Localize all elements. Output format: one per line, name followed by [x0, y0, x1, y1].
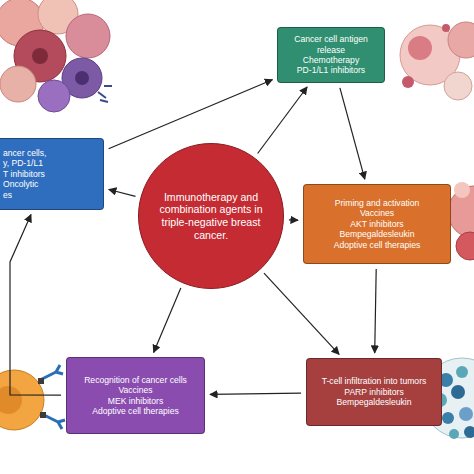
flow-arrow [109, 190, 136, 197]
node-item: Adoptive cell therapies [81, 406, 190, 416]
node-item: Bempegaldesleukin [308, 229, 446, 239]
flow-arrow [340, 88, 365, 179]
node-item: MEK inhibitors [81, 396, 190, 406]
node-heading: Immunotherapy and combination agents in … [157, 191, 265, 241]
node-heading: T-cell infiltration into tumors [311, 376, 437, 386]
node-item: AKT inhibitors [308, 219, 446, 229]
node-heading: Cancer cell antigen release [282, 34, 380, 55]
process-box: Cancer cell antigen releaseChemotherapyP… [277, 27, 385, 83]
node-item: Oncolytic [3, 179, 99, 189]
node-item: Adoptive cell therapies [308, 240, 446, 250]
node-item: Vaccines [81, 385, 190, 395]
central-circle: Immunotherapy and combination agents in … [138, 143, 284, 289]
antigen-cells [400, 22, 474, 100]
node-item: y, PD-1/L1 [3, 158, 99, 168]
flow-arrow [10, 215, 61, 396]
node-item: es [3, 190, 99, 200]
node-item: Chemotherapy [282, 55, 380, 65]
process-box: Recognition of cancer cellsVaccinesMEK i… [66, 357, 205, 434]
immune-cell-antibodies [0, 365, 65, 430]
node-item: Bempegaldesleukin [311, 397, 437, 407]
process-box: Priming and activationVaccinesAKT inhibi… [303, 184, 451, 264]
node-item: PARP inhibitors [311, 387, 437, 397]
priming-cells [448, 182, 474, 260]
node-item: T inhibitors [3, 169, 99, 179]
node-item: Vaccines [308, 208, 446, 218]
node-item: PD-1/L1 inhibitors [282, 65, 380, 75]
tumor-cluster [0, 0, 112, 112]
flow-arrow [210, 393, 301, 394]
flow-arrow [289, 219, 298, 221]
flow-arrow [258, 87, 308, 154]
node-heading: ancer cells, [3, 148, 99, 158]
node-heading: Recognition of cancer cells [81, 375, 190, 385]
process-box: ancer cells,y, PD-1/L1T inhibitorsOncoly… [0, 138, 104, 210]
flow-arrow [375, 269, 377, 353]
node-heading: Priming and activation [308, 198, 446, 208]
flow-arrow [109, 80, 273, 149]
flow-arrow [154, 288, 181, 353]
process-box: T-cell infiltration into tumorsPARP inhi… [306, 358, 442, 426]
flow-arrow [264, 273, 339, 354]
